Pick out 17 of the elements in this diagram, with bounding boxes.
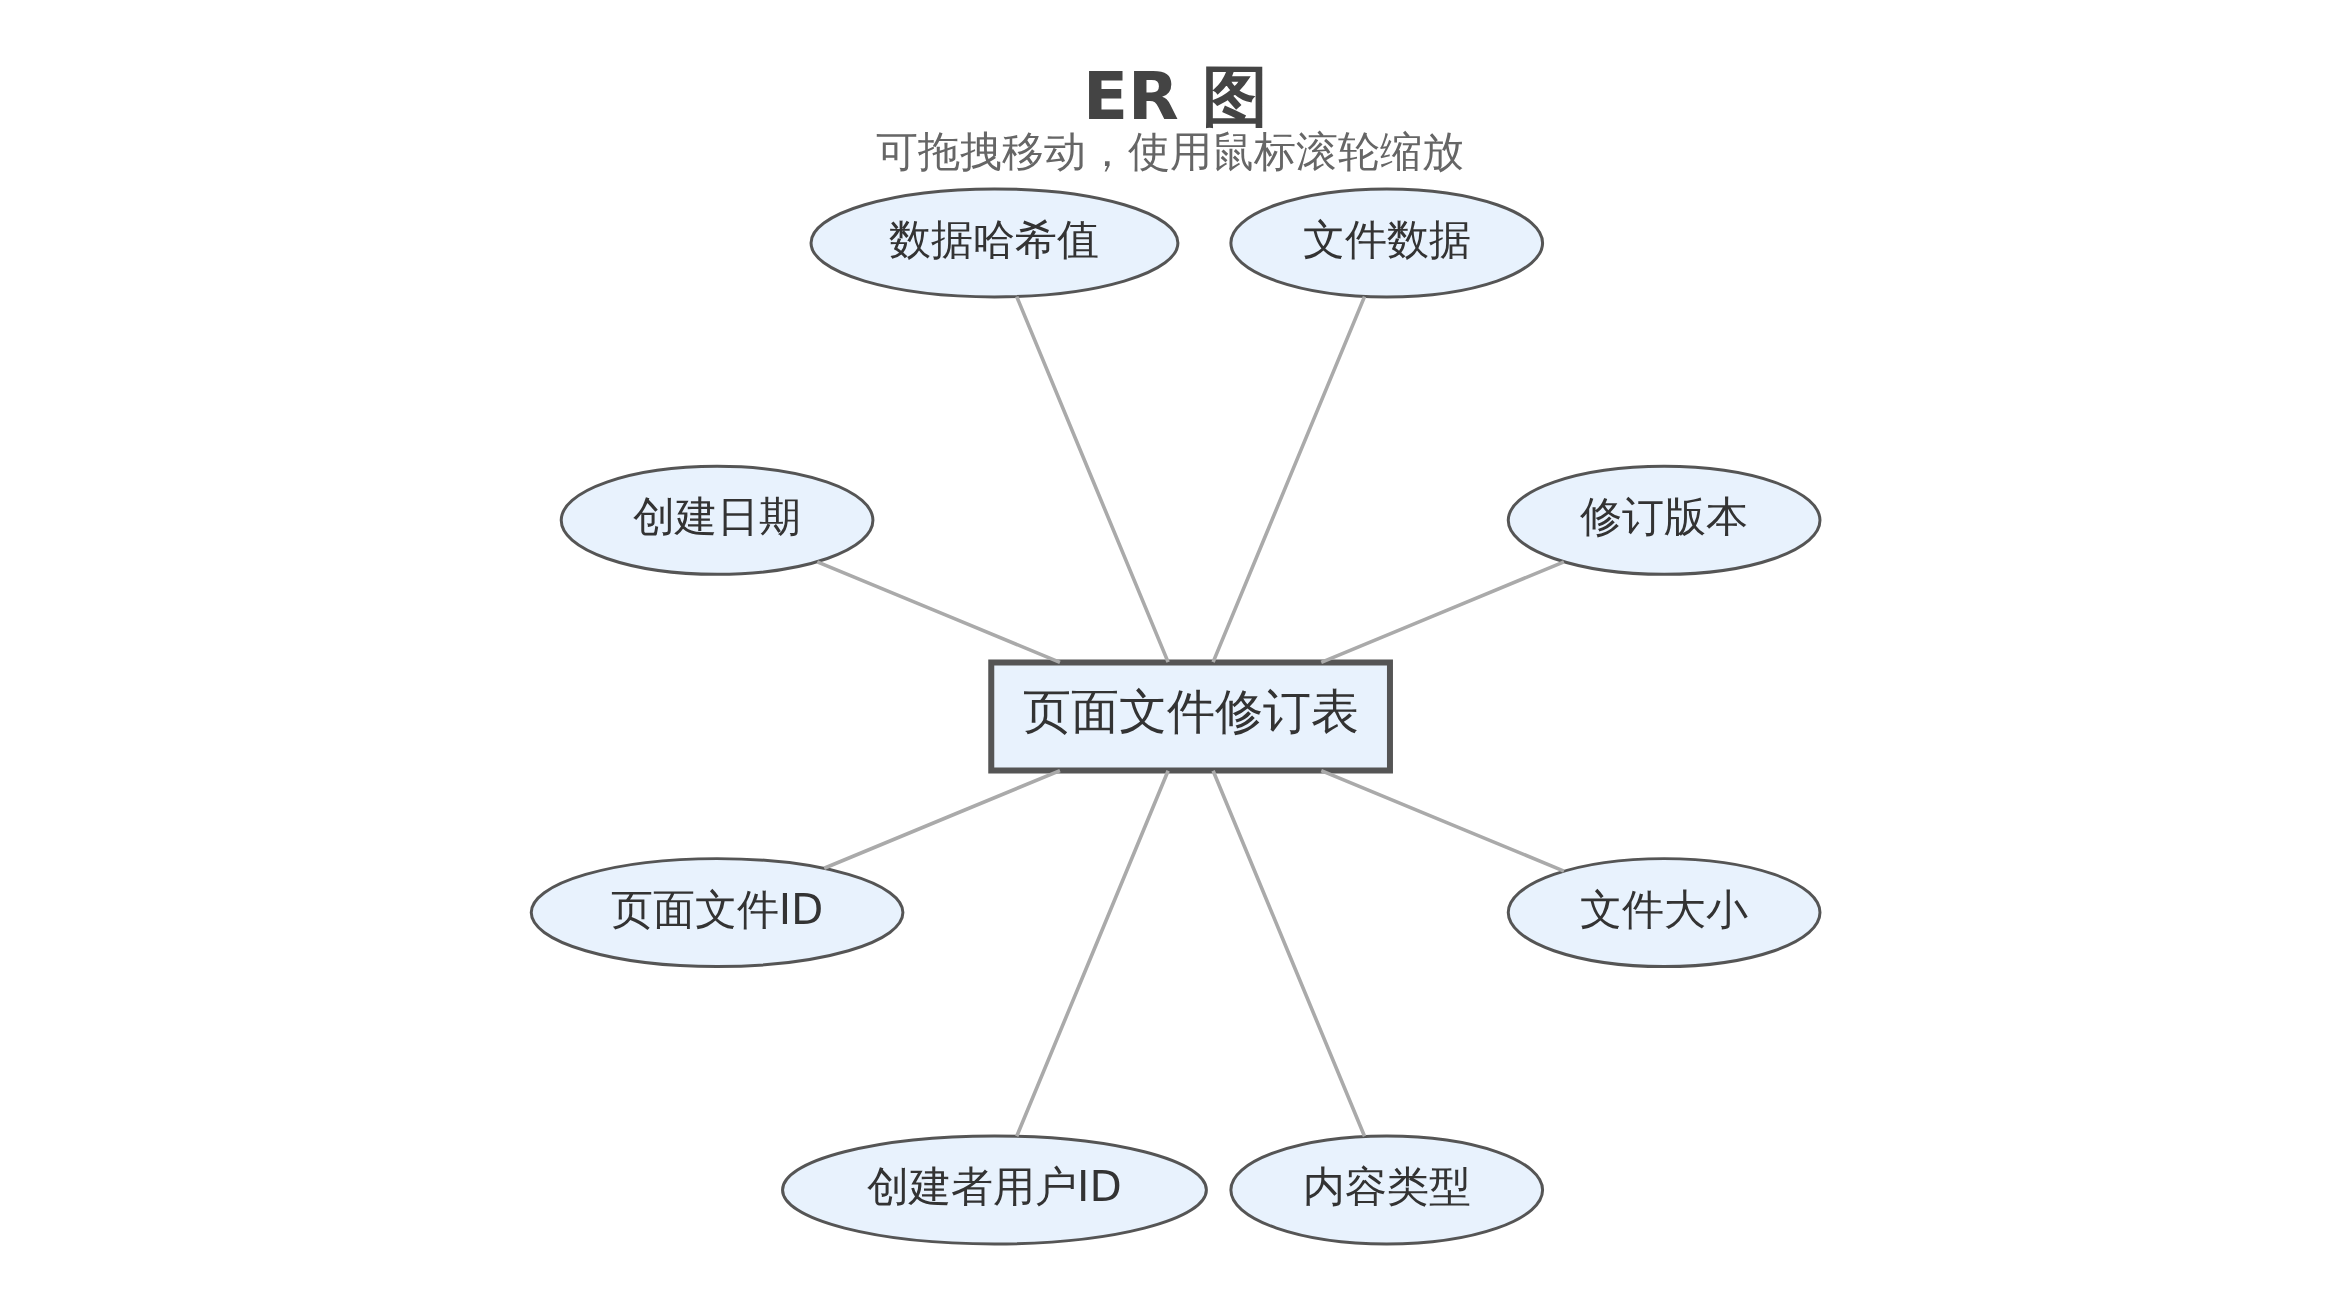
- connector: [1015, 295, 1170, 663]
- node-box: 页面文件修订表: [988, 659, 1393, 773]
- node-ellipse: 页面文件ID: [529, 856, 905, 968]
- node-ellipse: 修订版本: [1506, 464, 1822, 576]
- node-ellipse: 文件数据: [1229, 186, 1545, 298]
- node-ellipse: 创建日期: [559, 464, 875, 576]
- connector: [816, 559, 1061, 664]
- node-ellipse: 文件大小: [1506, 856, 1822, 968]
- node-ellipse: 数据哈希值: [809, 186, 1180, 298]
- connector: [1320, 768, 1565, 873]
- connector: [823, 768, 1061, 870]
- node-ellipse: 内容类型: [1229, 1134, 1545, 1245]
- connector: [1320, 559, 1565, 664]
- connector: [1211, 769, 1367, 1137]
- connector: [1211, 295, 1367, 663]
- connector: [1015, 769, 1170, 1137]
- node-ellipse: 创建者用户ID: [781, 1134, 1208, 1245]
